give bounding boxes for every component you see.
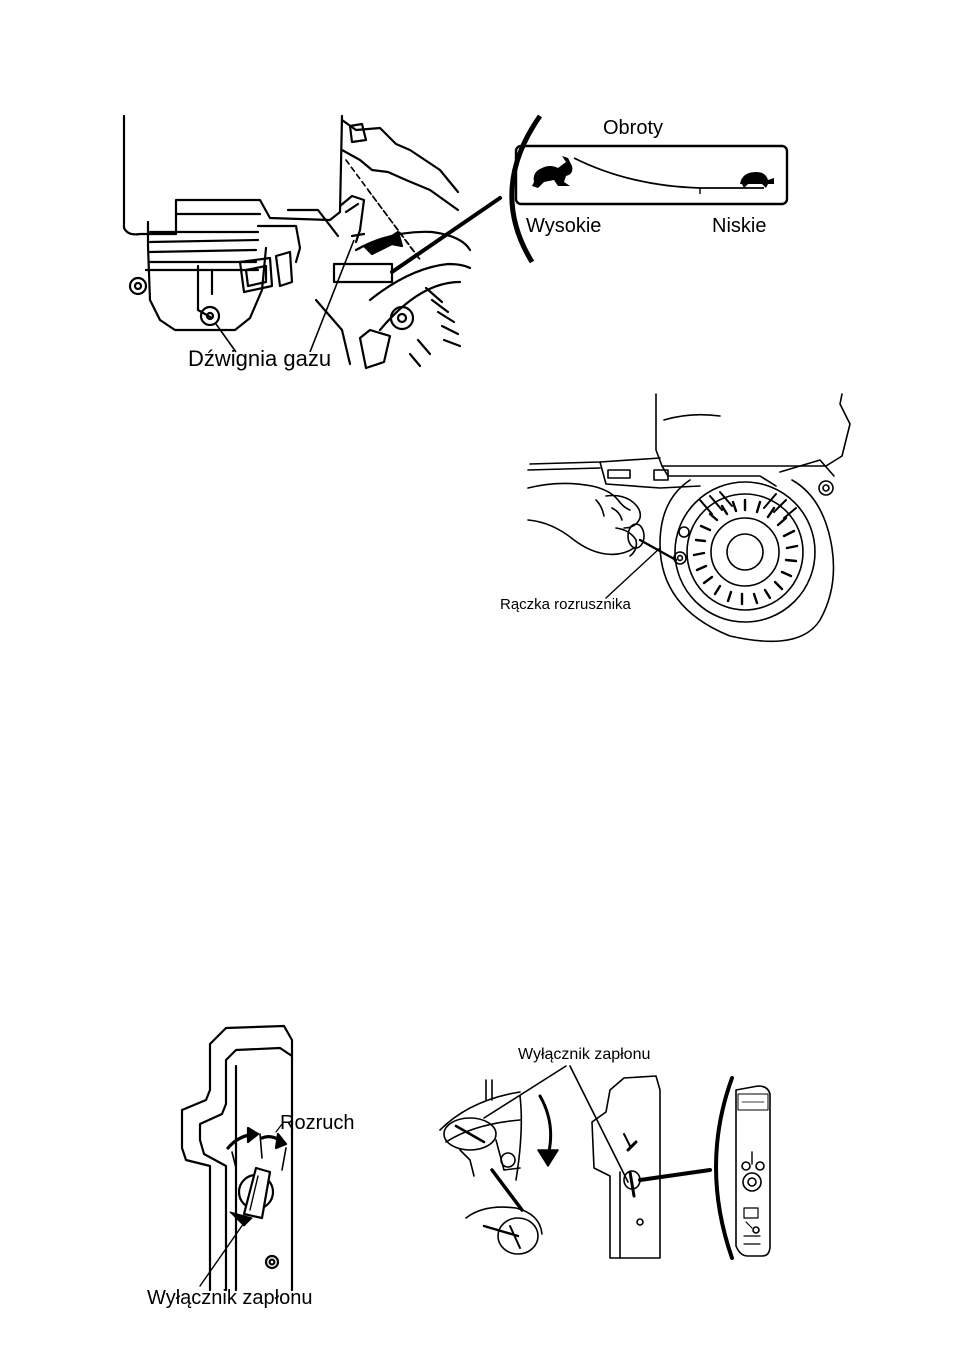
ignition-switch-label-right: Wyłącznik zapłonu (518, 1047, 650, 1063)
